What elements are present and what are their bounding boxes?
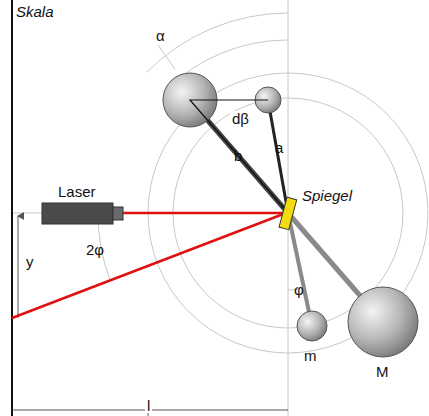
- angle-triangle: [190, 100, 288, 213]
- diagram-label: m: [304, 348, 317, 363]
- alpha-arc: [147, 13, 288, 72]
- diagram-label: l: [145, 398, 152, 413]
- diagram-label: Skala: [16, 4, 54, 19]
- diagram-label: M: [376, 364, 389, 379]
- rod-a: [268, 100, 288, 213]
- scale-line: [11, 0, 13, 416]
- diagram-label: dβ: [230, 111, 251, 126]
- diagram-label: a: [275, 140, 283, 155]
- small-sphere: [297, 311, 327, 341]
- diagram-label: α: [156, 28, 165, 43]
- reflected-beam: [12, 213, 286, 318]
- diagram-label: 2φ: [86, 242, 104, 257]
- large-sphere: [348, 287, 418, 357]
- mirror: [279, 197, 297, 230]
- laser-body: [42, 203, 113, 224]
- diagram-label: Spiegel: [300, 188, 354, 203]
- rod-b: [190, 100, 288, 213]
- diagram-label: b: [234, 148, 242, 163]
- diagram-label: Laser: [58, 184, 96, 199]
- laser-beam: [123, 212, 286, 215]
- diagram-label: y: [26, 254, 34, 269]
- diagram-label: φ: [294, 282, 304, 297]
- alpha-leader: [158, 45, 175, 69]
- laser-nozzle: [113, 207, 123, 220]
- y-dimension-arrow: [18, 216, 19, 318]
